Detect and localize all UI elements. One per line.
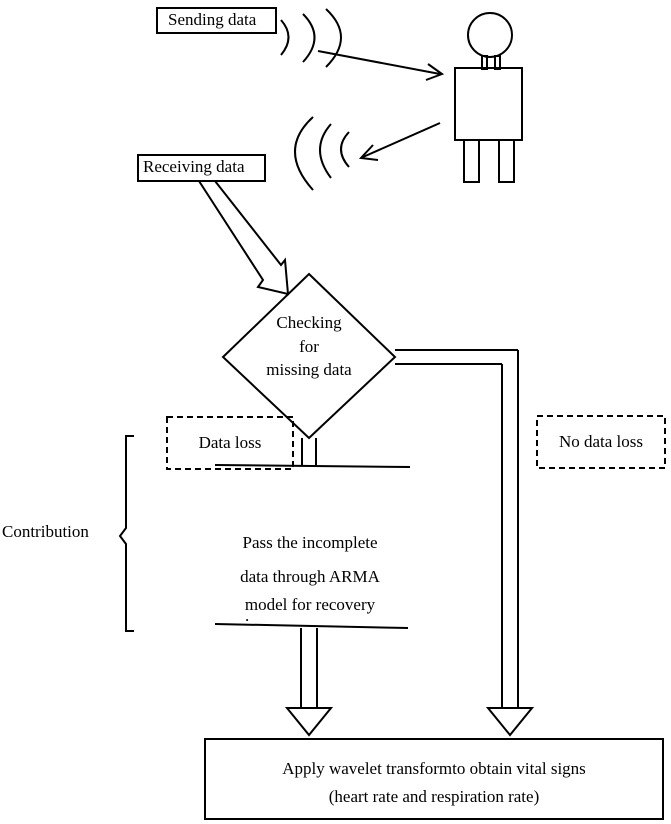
send-arrow: [317, 50, 445, 81]
arma-top-line: [214, 464, 411, 468]
loss-pipe: [301, 438, 317, 465]
no-loss-arrowhead: [485, 707, 535, 737]
wavelet-label-line1: Apply wavelet transformto obtain vital s…: [282, 759, 586, 778]
receiving-wave-icon: [294, 116, 350, 191]
receiving-data-label: Receiving data: [143, 157, 245, 176]
sending-data-label: Sending data: [168, 10, 257, 29]
arma-bottom-line: [214, 623, 409, 629]
person-icon: [454, 12, 523, 183]
no-loss-pipe: [395, 349, 519, 708]
decision-diamond: [221, 272, 397, 440]
arma-label-line2: data through ARMA: [240, 567, 380, 586]
contribution-brace: [118, 435, 134, 632]
arma-mark: .: [245, 606, 250, 625]
check-label-line3: missing data: [266, 360, 352, 379]
no-data-loss-box: [536, 415, 666, 469]
check-label-line2: for: [299, 337, 319, 356]
check-label-line1: Checking: [276, 313, 342, 332]
receive-arrow: [358, 122, 441, 161]
wavelet-label-line2: (heart rate and respiration rate): [328, 787, 540, 806]
sending-data-box: [156, 7, 277, 34]
data-loss-label: Data loss: [198, 433, 262, 452]
arma-label-line1: Pass the incomplete: [242, 533, 378, 552]
receive-block-arrow: [197, 180, 290, 296]
contribution-label: Contribution: [2, 522, 89, 541]
arma-out-arrowhead: [284, 707, 334, 737]
arma-out-pipe: [300, 628, 318, 708]
data-loss-box: [166, 416, 294, 470]
sending-wave-icon: [280, 8, 342, 68]
no-data-loss-label: No data loss: [558, 432, 644, 451]
arma-label-line3: model for recovery: [244, 595, 376, 614]
wavelet-box: [204, 738, 664, 820]
